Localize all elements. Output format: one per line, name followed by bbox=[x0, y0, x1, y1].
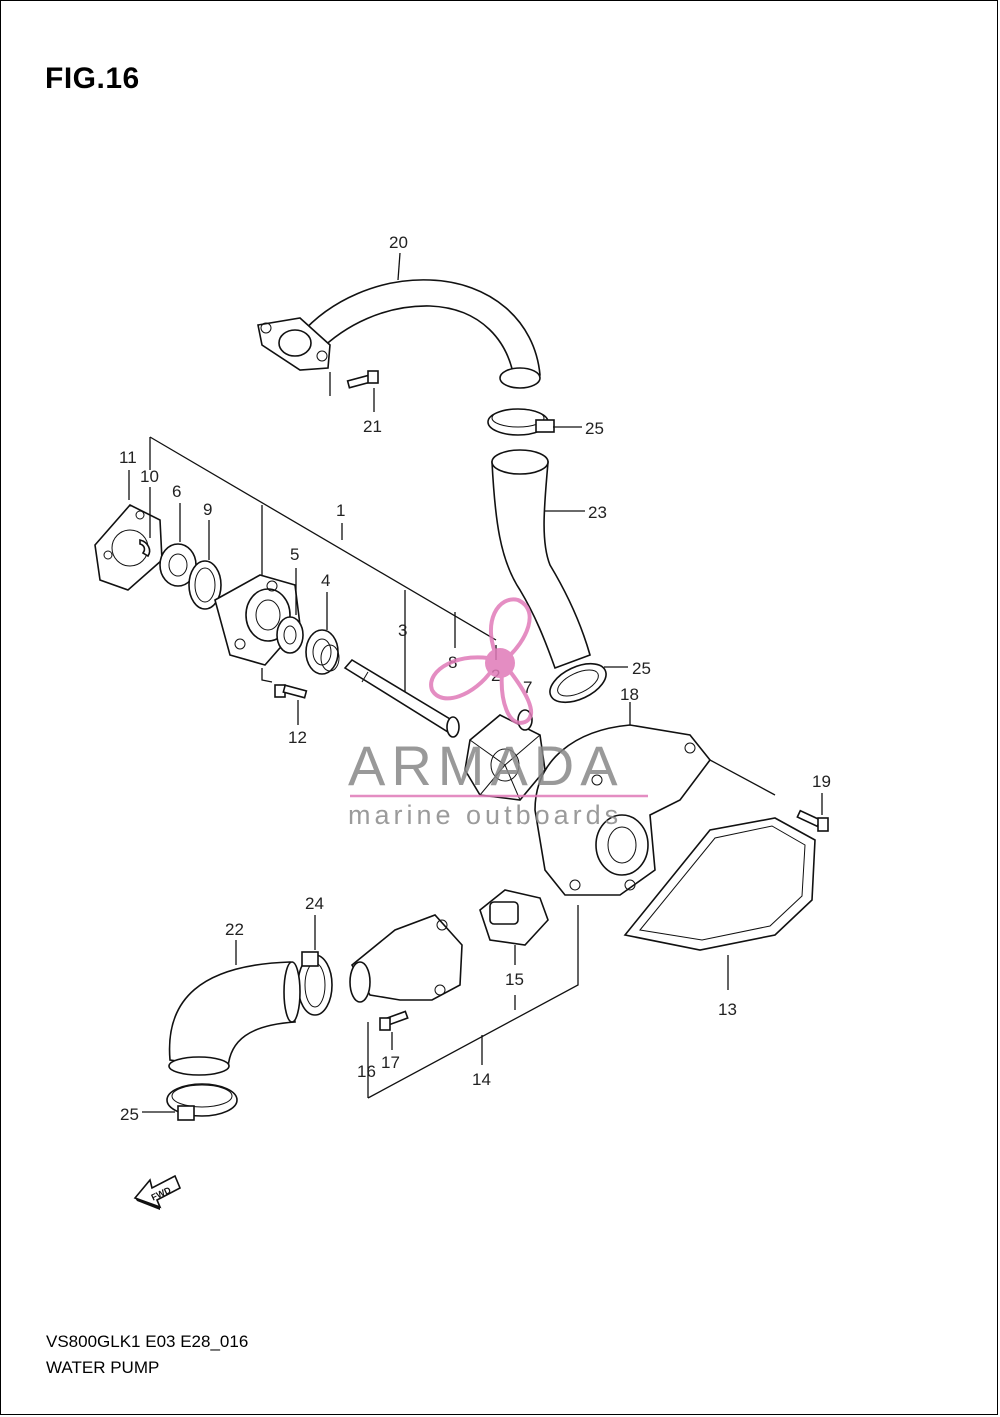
callout-12: 12 bbox=[288, 728, 307, 747]
watermark-tagline: marine outboards bbox=[348, 800, 622, 830]
part-8-o-ring[interactable] bbox=[446, 716, 460, 738]
callout-16: 16 bbox=[357, 1062, 376, 1081]
part-24-clamp[interactable] bbox=[297, 951, 333, 1016]
part-15-thermostat[interactable] bbox=[479, 889, 549, 946]
callout-25a: 25 bbox=[585, 419, 604, 438]
callout-13: 13 bbox=[718, 1000, 737, 1019]
part-4-mechanical-seal[interactable] bbox=[305, 629, 340, 675]
callout-11: 11 bbox=[119, 448, 137, 467]
callout-24: 24 bbox=[305, 894, 324, 913]
part-25-clamp-middle[interactable] bbox=[544, 656, 612, 710]
callout-4: 4 bbox=[321, 571, 330, 590]
callout-17: 17 bbox=[381, 1053, 400, 1072]
part-16-cover[interactable] bbox=[349, 914, 463, 1003]
part-25-clamp-upper[interactable] bbox=[487, 408, 555, 436]
part-9-ring[interactable] bbox=[188, 560, 222, 610]
callout-25c: 25 bbox=[120, 1105, 139, 1124]
callout-1: 1 bbox=[336, 501, 345, 520]
part-13-gasket[interactable] bbox=[623, 817, 816, 951]
callout-5: 5 bbox=[290, 545, 299, 564]
part-2-impeller[interactable] bbox=[464, 714, 546, 801]
callout-19: 19 bbox=[812, 772, 831, 791]
part-19-bolt[interactable] bbox=[796, 809, 829, 832]
callout-25b: 25 bbox=[632, 659, 651, 678]
callout-18: 18 bbox=[620, 685, 639, 704]
callout-22: 22 bbox=[225, 920, 244, 939]
watermark-brand: ARMADA bbox=[348, 734, 624, 797]
part-22-lower-hose[interactable] bbox=[168, 961, 301, 1076]
part-25-clamp-lower[interactable] bbox=[166, 1083, 238, 1121]
part-18-pump-cover[interactable] bbox=[534, 724, 712, 896]
part-23-hose[interactable] bbox=[491, 449, 591, 670]
callout-10: 10 bbox=[140, 467, 159, 486]
callout-6: 6 bbox=[172, 482, 181, 501]
callout-14: 14 bbox=[472, 1070, 491, 1089]
watermark-logo-icon bbox=[429, 597, 533, 725]
section-name: WATER PUMP bbox=[46, 1358, 160, 1377]
callout-7: 7 bbox=[523, 678, 532, 697]
callout-15: 15 bbox=[505, 970, 524, 989]
part-5-seal[interactable] bbox=[276, 616, 304, 654]
part-10-clip[interactable] bbox=[139, 538, 151, 558]
part-20-upper-pipe[interactable] bbox=[257, 279, 541, 389]
part-12-bolt[interactable] bbox=[274, 684, 308, 699]
part-21-bolt[interactable] bbox=[346, 370, 379, 389]
figure-title: FIG.16 bbox=[45, 62, 140, 95]
model-code: VS800GLK1 E03 E28_016 bbox=[46, 1332, 249, 1351]
callout-21: 21 bbox=[363, 417, 382, 436]
fwd-arrow-icon: FWD bbox=[133, 1174, 182, 1210]
callout-3: 3 bbox=[398, 621, 407, 640]
callout-23: 23 bbox=[588, 503, 607, 522]
callout-9: 9 bbox=[203, 500, 212, 519]
watermark: ARMADA marine outboards bbox=[348, 597, 648, 830]
callout-20: 20 bbox=[389, 233, 408, 252]
part-17-bolt[interactable] bbox=[379, 1010, 409, 1031]
part-11-plate[interactable] bbox=[94, 504, 163, 591]
